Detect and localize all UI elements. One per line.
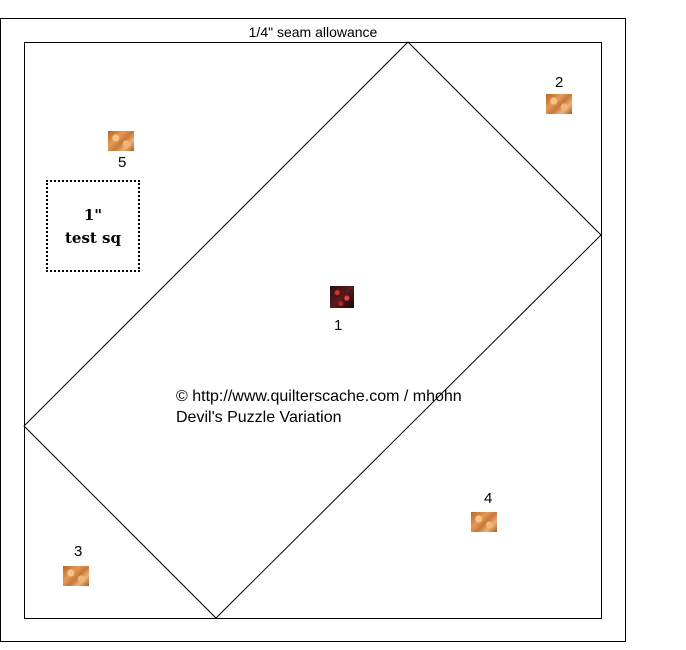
center-rectangle-piece <box>23 41 602 619</box>
pattern-name: Devil's Puzzle Variation <box>176 409 342 426</box>
piece-number-1: 1 <box>334 317 343 334</box>
piece-number-4: 4 <box>484 490 493 507</box>
piece-number-2: 2 <box>555 74 564 91</box>
fabric-swatch-4 <box>471 512 497 532</box>
fabric-swatch-1 <box>330 286 354 308</box>
test-square: 1" test sq <box>46 180 140 272</box>
piece-number-5: 5 <box>118 154 127 171</box>
copyright-text: © http://www.quilterscache.com / mhohn <box>176 388 462 405</box>
fabric-swatch-3 <box>63 566 89 586</box>
piece-number-3: 3 <box>74 543 83 560</box>
fabric-swatch-5 <box>108 131 134 151</box>
seam-allowance-label: 1/4" seam allowance <box>248 24 378 40</box>
fabric-swatch-2 <box>546 94 572 114</box>
test-square-size: 1" <box>83 206 103 224</box>
inner-finished-border <box>24 42 602 619</box>
test-square-label: test sq <box>64 229 121 247</box>
outer-seam-border <box>0 18 626 642</box>
